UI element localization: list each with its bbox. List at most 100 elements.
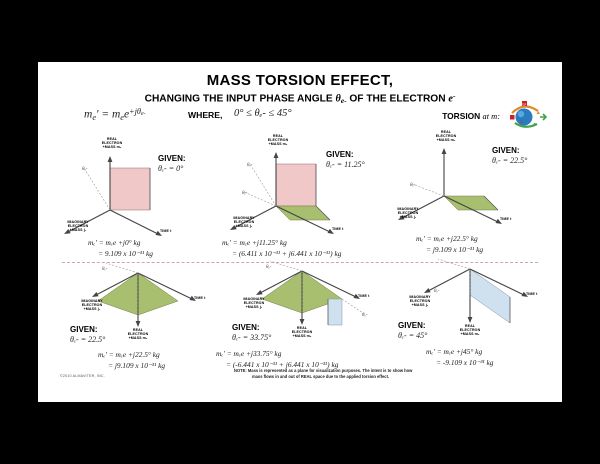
torsion-label-text: TORSION <box>442 111 481 121</box>
master-equation-exp-base: e <box>123 108 130 121</box>
imaginary-axis <box>259 270 303 294</box>
imaginary-axis-arrow <box>92 292 99 297</box>
imaginary-axis <box>67 209 111 233</box>
phase-angle-tick-label: θₑ- <box>82 167 88 172</box>
time-axis-arrow <box>353 293 360 299</box>
slide-canvas: MASS TORSION EFFECT, CHANGING THE INPUT … <box>38 62 562 402</box>
imaginary-axis <box>427 268 471 292</box>
given-angle-value: θₑ- = 11.25° <box>326 160 365 169</box>
master-equation: me' = mee+jθe- <box>84 107 145 122</box>
footnote: NOTE: Mass is represented as a plane for… <box>234 368 494 380</box>
imaginary-axis-label: IMAGINARY ELECTRON +MASS j₁ <box>232 297 276 309</box>
panel-11-25deg: θₑ- θₑ- REAL ELECTRON +MASS mₑ IMAGINARY… <box>220 134 388 261</box>
master-equation-lhs: m <box>84 108 93 121</box>
svg-text:ω: ω <box>522 102 526 107</box>
time-axis-arrow <box>495 218 502 224</box>
imaginary-axis-label-l3: +MASS j₁ <box>399 215 417 220</box>
axes-diagram-22-5deg-top <box>398 148 502 224</box>
given-angle-value: θₑ- = 33.75° <box>232 333 272 342</box>
real-axis-label-l3: +MASS mₑ <box>436 138 456 143</box>
real-axis-label: REAL ELECTRON +MASS mₑ <box>118 328 158 340</box>
time-axis-label: TIME t <box>526 292 538 296</box>
imaginary-axis-label-l1: IMAGINARY <box>67 220 89 224</box>
imaginary-axis-label: IMAGINARY ELECTRON +MASS j₁ <box>70 299 114 311</box>
real-axis-label-l3: +MASS mₑ <box>102 145 122 150</box>
panel-45deg: θₑ- IMAGINARY ELECTRON +MASS j₁ REAL ELE… <box>386 258 554 377</box>
svg-text:L: L <box>520 120 524 125</box>
real-axis-label-l2: ELECTRON <box>459 328 481 333</box>
torsion-label: TORSION at m: <box>442 111 500 121</box>
real-axis-label-l2: ELECTRON <box>435 134 457 139</box>
imaginary-axis-label-l2: ELECTRON <box>81 303 103 308</box>
given-label: GIVEN: <box>398 321 426 330</box>
given-angle-value: θₑ- = 0° <box>158 164 184 173</box>
equation-45deg: mₑ' = mₑe +j45° kg = -9.109 x 10⁻³¹ kg <box>426 347 493 368</box>
equation-line2: = 9.109 x 10⁻³¹ kg <box>98 248 153 258</box>
phase-angle-tick-label: θₑ- <box>102 267 108 272</box>
panel-22-5deg-top: θₑ- REAL ELECTRON +MASS mₑ IMAGINARY ELE… <box>386 130 552 261</box>
imaginary-axis-label-l3: +MASS j₁ <box>235 224 253 229</box>
equation-line2: = (6.411 x 10⁻³¹ + j6.441 x 10⁻³¹) kg <box>232 248 342 258</box>
time-axis-arrow <box>189 295 196 301</box>
electron-symbol: e <box>448 93 453 105</box>
imaginary-axis-arrow <box>64 229 71 234</box>
real-axis-label-l1: REAL <box>464 324 476 328</box>
imaginary-axis-label-l1: IMAGINARY <box>409 295 431 299</box>
equation-line1: mₑ' = mₑe +j0° kg <box>88 238 141 247</box>
given-block-22-5deg-top: GIVEN: θₑ- = 22.5° <box>492 146 527 165</box>
real-axis-label: REAL ELECTRON +MASS mₑ <box>426 130 466 142</box>
phase-angle-tick-label-lower: θₑ- <box>362 313 368 318</box>
time-axis <box>109 209 159 235</box>
imaginary-axis-label-l2: ELECTRON <box>243 301 265 306</box>
phase-angle-ray-upper <box>269 260 303 272</box>
equation-line2: = j9.109 x 10⁻³¹ kg <box>108 360 166 370</box>
axes-diagram-0deg <box>64 156 162 236</box>
imaginary-axis <box>95 272 139 296</box>
subtitle-part-a: CHANGING THE INPUT PHASE ANGLE <box>144 93 336 105</box>
given-label: GIVEN: <box>70 325 98 334</box>
real-axis-label-l3: +MASS mₑ <box>292 334 312 339</box>
imaginary-axis-arrow <box>230 225 237 230</box>
given-label: GIVEN: <box>492 146 520 155</box>
real-axis-label: REAL ELECTRON +MASS mₑ <box>282 326 322 338</box>
imaginary-axis-arrow <box>256 290 263 295</box>
imaginary-mass-plane <box>443 195 499 211</box>
master-equation-exponent: +jθe- <box>129 107 146 118</box>
where-label: WHERE, <box>188 110 223 120</box>
real-axis-arrow <box>273 152 279 158</box>
phase-angle-ray-lower <box>341 298 367 316</box>
page-title: MASS TORSION EFFECT, <box>206 72 394 89</box>
imaginary-axis-label-l1: IMAGINARY <box>397 207 419 211</box>
real-axis-label-l1: REAL <box>132 328 144 332</box>
imaginary-axis-label-l3: +MASS j₁ <box>245 305 263 310</box>
subtitle-part-b: OF THE ELECTRON <box>346 93 449 105</box>
master-equation-prime: ' = m <box>95 108 121 121</box>
real-axis-label-l1: REAL <box>272 134 284 138</box>
given-angle-value: θₑ- = 22.5° <box>70 335 106 344</box>
real-axis-label: REAL ELECTRON +MASS mₑ <box>258 134 298 146</box>
footnote-line1: Mass is represented as a plane for visua… <box>246 368 413 373</box>
time-axis <box>301 270 357 298</box>
given-block-11-25deg: GIVEN: θₑ- = 11.25° <box>326 150 365 169</box>
torsion-angular-momentum-icon: ω L <box>510 101 548 128</box>
imaginary-axis-label-l2: ELECTRON <box>233 220 255 225</box>
imaginary-axis-label-l3: +MASS j₁ <box>411 303 429 308</box>
phase-angle-ray <box>83 167 111 211</box>
time-axis-label: TIME t <box>160 229 172 233</box>
phase-angle-tick-label: θₑ- <box>434 289 440 294</box>
real-axis-label: REAL ELECTRON +MASS mₑ <box>92 137 132 149</box>
axes-diagram-11-25deg <box>230 152 334 234</box>
equation-11-25deg: mₑ' = mₑe +j11.25° kg = (6.411 x 10⁻³¹ +… <box>222 238 341 259</box>
time-axis-label: TIME t <box>358 294 370 298</box>
time-axis-label: TIME t <box>194 296 206 300</box>
real-axis-arrow <box>467 317 473 323</box>
equation-22-5deg-top: mₑ' = mₑe +j22.5° kg = j9.109 x 10⁻³¹ kg <box>416 234 483 255</box>
time-mass-plane <box>469 268 511 324</box>
given-block-22-5deg-bottom: GIVEN: θₑ- = 22.5° <box>70 325 105 344</box>
equation-33-75deg: mₑ' = mₑe +j33.75° kg = (-6.441 x 10⁻³¹ … <box>216 349 338 370</box>
imaginary-axis-label-l2: ELECTRON <box>67 224 89 229</box>
section-divider <box>62 262 538 263</box>
imaginary-axis-label: IMAGINARY ELECTRON +MASS j₁ <box>398 295 442 307</box>
real-axis-label-l3: +MASS mₑ <box>268 142 288 147</box>
real-axis-label: REAL ELECTRON +MASS mₑ <box>450 324 490 336</box>
